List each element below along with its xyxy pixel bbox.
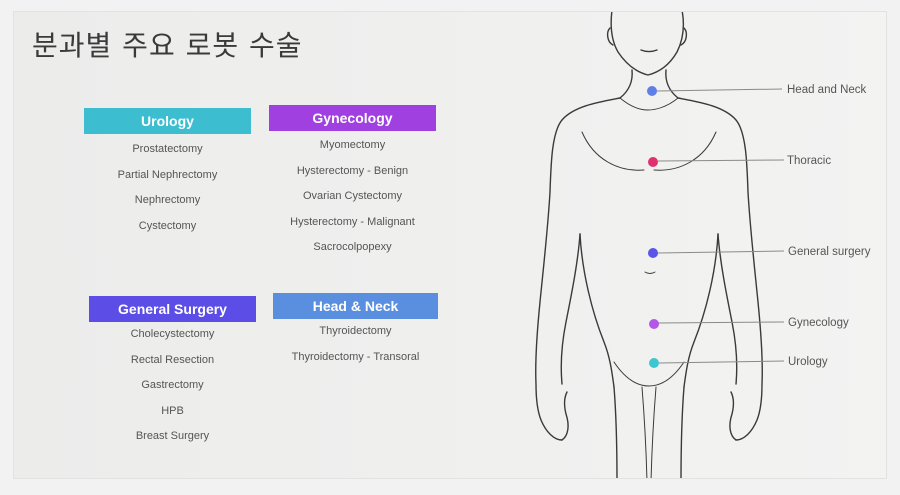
procedure-list-gynecology: Myomectomy Hysterectomy - Benign Ovarian… (269, 133, 436, 261)
human-body-outline (535, 12, 763, 478)
procedure-item: Hysterectomy - Benign (296, 164, 409, 177)
procedure-list-urology: Prostatectomy Partial Nephrectomy Nephre… (84, 137, 251, 239)
marker-dot (647, 86, 657, 96)
procedure-item: Thyroidectomy - Transoral (291, 350, 420, 363)
category-general-surgery: General Surgery Cholecystectomy Rectal R… (89, 296, 256, 450)
category-urology: Urology Prostatectomy Partial Nephrectom… (84, 108, 251, 239)
marker-dot (648, 157, 658, 167)
slide-title: 분과별 주요 로봇 수술 (32, 29, 303, 62)
category-header-head-neck: Head & Neck (273, 293, 438, 319)
procedure-item: Cholecystectomy (130, 328, 215, 340)
procedure-list-general-surgery: Cholecystectomy Rectal Resection Gastrec… (89, 322, 256, 450)
procedure-item: Ovarian Cystectomy (302, 190, 403, 202)
procedure-item: Sacrocolpopexy (313, 241, 392, 253)
region-label: Head and Neck (787, 84, 867, 96)
leader-line (657, 321, 785, 324)
leader-line (657, 250, 785, 254)
procedure-item: Thyroidectomy (319, 325, 392, 337)
procedure-item: Hysterectomy - Malignant (290, 215, 415, 228)
leader-line (657, 159, 785, 162)
procedure-item: Cystectomy (138, 219, 197, 232)
region-label: Gynecology (788, 317, 849, 329)
procedure-item: Gastrectomy (141, 379, 204, 391)
category-header-urology: Urology (84, 108, 251, 134)
marker-dot (649, 319, 659, 329)
presentation-slide: 분과별 주요 로봇 수술 Urology Prostatectomy Parti… (14, 12, 886, 478)
region-label: General surgery (788, 246, 871, 258)
procedure-item: Partial Nephrectomy (117, 168, 218, 181)
procedure-item: HPB (161, 404, 184, 417)
leader-line (656, 88, 783, 92)
procedure-item: Nephrectomy (134, 194, 201, 206)
procedure-item: Rectal Resection (130, 353, 215, 366)
region-label: Thoracic (787, 155, 831, 167)
region-label: Urology (788, 356, 828, 368)
category-head-neck: Head & Neck Thyroidectomy Thyroidectomy … (273, 293, 438, 370)
leader-line (658, 360, 785, 364)
category-header-gynecology: Gynecology (269, 105, 436, 131)
category-header-general-surgery: General Surgery (89, 296, 256, 322)
leader-lines (656, 88, 785, 364)
body-outline-diagram: Head and Neck Thoracic General surgery G… (535, 12, 871, 478)
procedure-item: Breast Surgery (135, 430, 210, 442)
marker-dot (648, 248, 658, 258)
procedure-item: Prostatectomy (132, 143, 203, 155)
category-gynecology: Gynecology Myomectomy Hysterectomy - Ben… (269, 105, 436, 261)
procedure-item: Myomectomy (319, 139, 386, 151)
marker-dot (649, 358, 659, 368)
procedure-list-head-neck: Thyroidectomy Thyroidectomy - Transoral (273, 319, 438, 370)
